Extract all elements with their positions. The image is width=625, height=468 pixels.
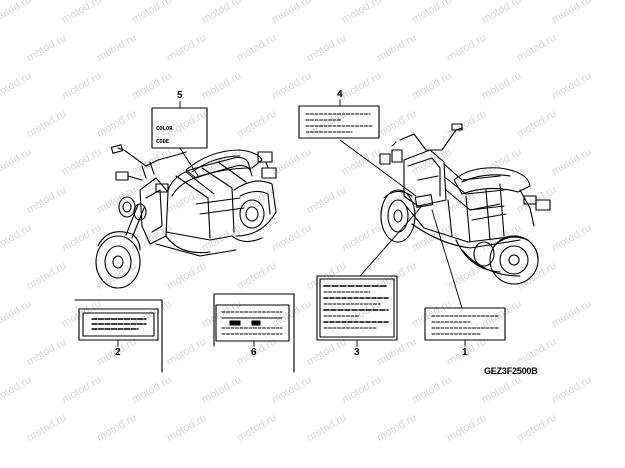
label-4 <box>298 105 380 139</box>
label-2 <box>74 299 163 373</box>
callout-3: 3 <box>354 347 360 358</box>
label-6 <box>213 293 295 373</box>
callout-4: 4 <box>337 89 343 100</box>
label-1 <box>424 307 506 341</box>
callout-6: 6 <box>251 347 257 358</box>
label-5-line-code: CODE <box>156 139 170 145</box>
label-5-line-color: COLOR <box>156 126 173 132</box>
callout-1: 1 <box>462 347 468 358</box>
left-scooter-illustration <box>95 144 277 289</box>
label-3 <box>316 275 398 341</box>
diagram-code: GEZ3F2500B <box>484 366 538 376</box>
callout-2: 2 <box>115 347 121 358</box>
callout-5: 5 <box>177 90 183 101</box>
label-5-color-code <box>151 107 208 149</box>
right-scooter-illustration <box>339 123 551 309</box>
